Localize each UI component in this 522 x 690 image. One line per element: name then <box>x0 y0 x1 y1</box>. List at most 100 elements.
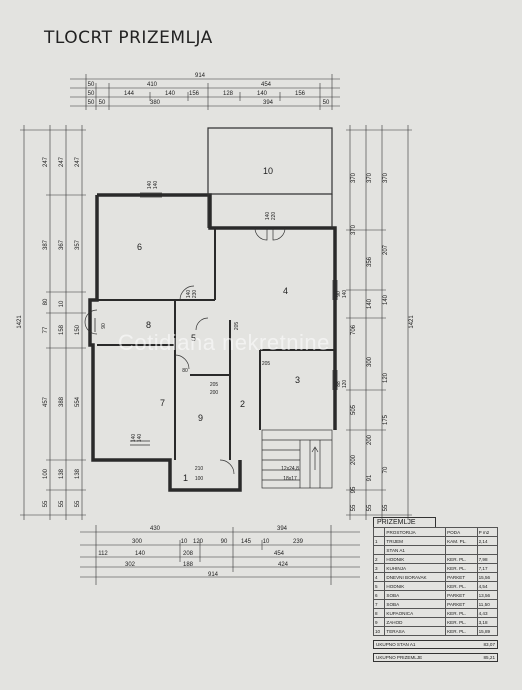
window-marks <box>94 192 338 446</box>
cell <box>445 545 478 555</box>
dim-top: 140 <box>165 91 176 97</box>
cell: STAN A1 <box>384 545 447 555</box>
dim-bottom-total: 914 <box>208 572 219 578</box>
dim-left: 247 <box>43 156 49 167</box>
cell: 13,56 <box>476 590 499 600</box>
inner-label: 18x17 <box>283 476 297 482</box>
inner-label: 200 <box>210 390 219 396</box>
inner-label: 205 <box>234 322 240 331</box>
room-number: 5 <box>191 333 196 343</box>
dim-top-total: 914 <box>195 73 206 79</box>
cell: HODNIK <box>384 581 447 591</box>
door-swings <box>84 227 286 475</box>
dim-top: 410 <box>147 82 158 88</box>
dim-right: 207 <box>383 244 389 255</box>
inner-label: 100 <box>195 476 204 482</box>
dim-right: 200 <box>367 434 373 445</box>
cell: PARKET <box>445 572 478 582</box>
total-a1-row: UKUPNO STAN A1 83,07 <box>373 640 498 649</box>
dim-top: 394 <box>263 100 274 106</box>
dim-top: 144 <box>124 91 135 97</box>
cell: TRIJEM <box>384 536 447 546</box>
dim-left: 100 <box>43 468 49 479</box>
room-number: 8 <box>146 320 151 330</box>
inner-label: 140 <box>265 212 271 221</box>
dim-right: 55 <box>383 504 389 511</box>
dim-top: 50 <box>88 91 95 97</box>
inner-label: 230 <box>192 290 198 299</box>
dim-top: 454 <box>261 82 272 88</box>
inner-label: 140 <box>137 434 143 443</box>
room-numbers: 1 2 3 4 5 6 7 8 9 10 <box>137 166 300 483</box>
dim-right: 120 <box>383 372 389 383</box>
cell: 9 <box>372 617 386 627</box>
total-row: UKUPNO PRIZEMLJE 85,21 <box>373 653 498 662</box>
room-number: 6 <box>137 242 142 252</box>
dim-left: 387 <box>43 239 49 250</box>
dim-left: 554 <box>75 396 81 407</box>
top-dimension-values: 914 50 410 454 50 144 140 156 128 140 15… <box>88 73 330 106</box>
dim-bottom: 140 <box>135 551 146 557</box>
inner-label: 210 <box>195 466 204 472</box>
dim-right: 370 <box>351 172 357 183</box>
dim-top: 156 <box>189 91 200 97</box>
cell <box>476 545 499 555</box>
dim-bottom: 10 <box>263 539 270 545</box>
cell: 10 <box>372 626 386 636</box>
bottom-dimension-lines <box>80 525 360 585</box>
inner-label: 205 <box>210 382 219 388</box>
cell: 7,17 <box>476 563 499 573</box>
table-header-row: PROSTORIJA PODA P m2 <box>372 527 499 537</box>
dim-left: 457 <box>43 396 49 407</box>
dim-right: 300 <box>367 356 373 367</box>
left-dimension-values: 1421 247 387 80 77 457 100 55 247 367 10… <box>17 156 81 507</box>
cell: PARKET <box>445 599 478 609</box>
inner-label: 88 <box>336 381 342 387</box>
inner-label: 12x24,8 <box>281 466 299 472</box>
dim-right: 706 <box>351 324 357 335</box>
inner-labels: 140 140 140 220 140 230 90 205 80 205 20… <box>101 181 348 482</box>
cell: KER. PL. <box>445 617 478 627</box>
cell: KER. PL. <box>445 608 478 618</box>
dim-bottom: 208 <box>183 551 194 557</box>
right-dimension-values: 1421 370 370 370 370 706 505 200 95 55 3… <box>351 172 415 511</box>
cell: KUPAONICA <box>384 608 447 618</box>
total-label: UKUPNO PRIZEMLJE <box>376 655 423 660</box>
dim-left: 55 <box>43 500 49 507</box>
column-header: PROSTORIJA <box>384 527 447 537</box>
dim-right: 91 <box>367 474 373 481</box>
cell: SOBA <box>384 590 447 600</box>
watermark: Cotidiana nekretnine <box>118 330 330 355</box>
table-heading: PRIZEMLJE <box>373 517 436 527</box>
dim-left: 357 <box>75 239 81 250</box>
cell: 4 <box>372 572 386 582</box>
column-header: P m2 <box>476 527 499 537</box>
dim-left: 367 <box>59 239 65 250</box>
dim-bottom: 239 <box>293 539 304 545</box>
dim-right: 55 <box>351 504 357 511</box>
table-row: STAN A1 <box>372 545 499 555</box>
dim-bottom: 90 <box>221 539 228 545</box>
interior-walls <box>97 228 335 460</box>
room-number: 3 <box>295 375 300 385</box>
dim-right: 356 <box>367 256 373 267</box>
dim-right: 95 <box>351 486 357 493</box>
dim-top: 50 <box>88 82 95 88</box>
dim-bottom: 302 <box>125 562 136 568</box>
dim-right: 140 <box>383 294 389 305</box>
dim-right: 175 <box>383 414 389 425</box>
dim-left: 80 <box>43 298 49 305</box>
dim-bottom: 300 <box>132 539 143 545</box>
dim-right: 55 <box>367 504 373 511</box>
inner-label: 220 <box>271 212 277 221</box>
left-dimension-lines <box>20 125 86 520</box>
